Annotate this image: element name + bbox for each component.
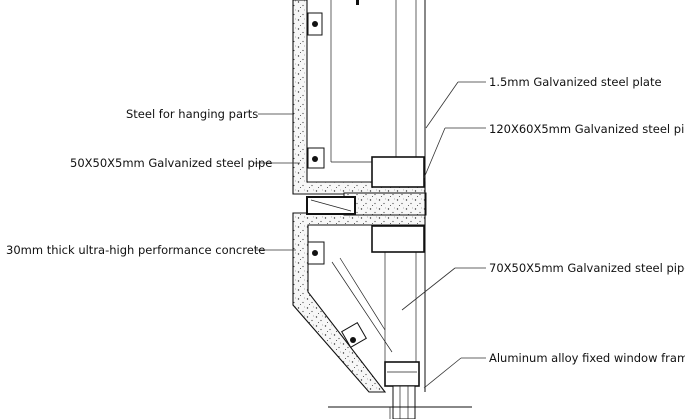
label-window-frame: Aluminum alloy fixed window frame bbox=[489, 351, 685, 365]
pipe-70x50 bbox=[384, 361, 420, 387]
pipe-120x60-upper bbox=[371, 156, 425, 188]
joint-steel-band bbox=[343, 192, 427, 216]
hanging-clip-lower bbox=[307, 241, 325, 265]
label-hanging-steel: Steel for hanging parts bbox=[126, 107, 258, 121]
label-galvanized-plate: 1.5mm Galvanized steel plate bbox=[489, 75, 662, 89]
label-uhpc: 30mm thick ultra-high performance concre… bbox=[6, 243, 265, 257]
aluminum-window-frame bbox=[392, 385, 416, 419]
leader-lines bbox=[254, 81, 486, 389]
hanging-clip-top bbox=[307, 12, 323, 36]
label-pipe-50x50: 50X50X5mm Galvanized steel pipe bbox=[70, 156, 272, 170]
hanging-clip-slope bbox=[341, 322, 367, 348]
label-pipe-70x50: 70X50X5mm Galvanized steel pipe bbox=[489, 261, 685, 275]
label-pipe-120x60: 120X60X5mm Galvanized steel pipe bbox=[489, 122, 685, 136]
hanging-clip-mid bbox=[307, 147, 325, 169]
pipe-120x60-lower bbox=[371, 225, 425, 253]
diagonal-hanger bbox=[331, 261, 393, 353]
